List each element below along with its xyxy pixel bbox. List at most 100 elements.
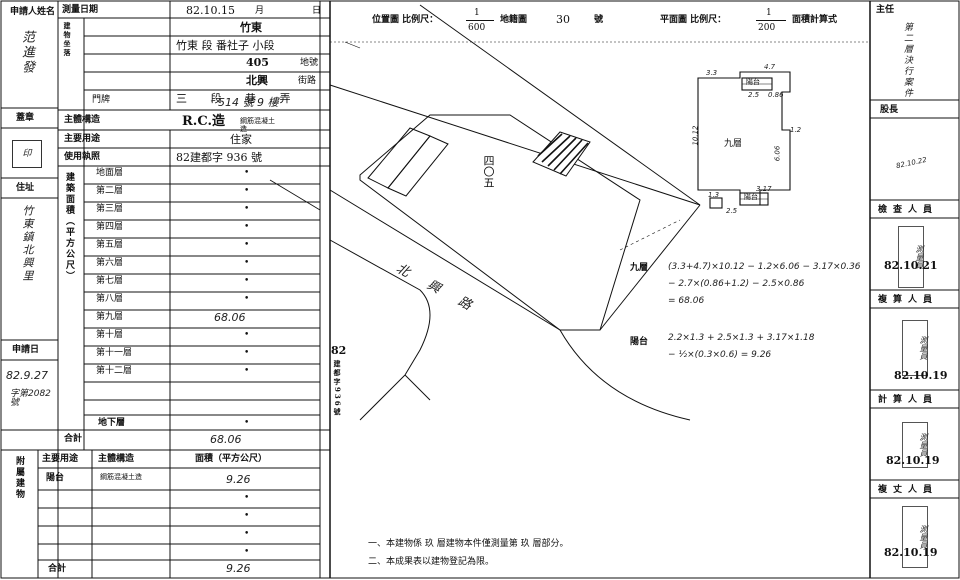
annex-label: 附屬建物	[14, 456, 24, 500]
seal-label: 蓋章	[16, 113, 35, 123]
footnote-1: 一、本建物係 玖 層建物本件僅測量第 玖 層部分。	[368, 539, 569, 549]
application-no: 字第2082號	[10, 389, 51, 408]
floor-area-value: •	[244, 258, 250, 268]
annex-struct: 鋼筋混凝土造	[100, 473, 142, 481]
use-label: 主要用途	[64, 134, 101, 144]
floor-area-value: •	[244, 240, 250, 250]
dim-bottom-c: 2.5	[726, 207, 738, 215]
plan-scale-den: 200	[758, 23, 776, 33]
floor-label: 第四層	[96, 222, 124, 232]
floor-area-value: •	[244, 222, 250, 232]
plan-scale-num: 1	[766, 8, 772, 18]
floor-label: 第九層	[96, 312, 124, 322]
floor-label: 第八層	[96, 294, 124, 304]
permit-note-text: 建都字936號	[333, 360, 342, 417]
checker-seal: 測量員	[902, 320, 928, 376]
road-label: 街路	[298, 76, 317, 86]
lot-no: 405	[246, 56, 269, 69]
annex-total-label: 合計	[48, 564, 67, 574]
chief-label: 主任	[876, 5, 895, 15]
surveyor-date: 82.10.19	[884, 546, 938, 559]
dim-bottom-a: 1.3	[708, 191, 720, 199]
chief-value: 第二層決行案件	[902, 22, 912, 99]
dim-bottom-b: 3.17	[756, 185, 772, 193]
section-chief-label: 股長	[880, 105, 899, 115]
location-map-label: 位置圖 比例尺：	[372, 15, 439, 25]
applicant-name: 范進發	[19, 30, 34, 75]
section-value: 竹東 段 番社子 小段	[176, 39, 275, 52]
survey-date: 82.10.15	[186, 4, 235, 17]
door-label: 門牌	[92, 95, 111, 105]
floor-label: 第十層	[96, 330, 124, 340]
calc-2a: 2.2×1.3 + 2.5×1.3 + 3.17×1.18	[668, 333, 815, 343]
floor-label: 第七層	[96, 276, 124, 286]
total-label: 合計	[64, 434, 83, 444]
inspector-seal: 測量員	[898, 226, 924, 288]
basement-label: 地下層	[98, 418, 126, 428]
application-date: 82.9.27	[6, 369, 48, 382]
plan-label: 平面圖 比例尺：	[660, 15, 727, 25]
address-label: 住址	[16, 183, 35, 193]
floor-label: 第十一層	[96, 348, 133, 358]
floor-label: 第六層	[96, 258, 124, 268]
floor-area-value: •	[244, 348, 250, 358]
floor-label: 第三層	[96, 204, 124, 214]
calculator-seal: 測量員	[902, 422, 928, 468]
calc-1b: − 2.7×(0.86+1.2) − 2.5×0.86	[668, 279, 805, 289]
annex-use-header: 主要用途	[42, 454, 79, 464]
surveyor-seal: 測量員	[902, 506, 928, 568]
annex-area: 9.26	[226, 473, 251, 486]
survey-date-day: 日	[312, 6, 322, 16]
lot-mark: 四〇五	[482, 155, 495, 188]
calc-1c: = 68.06	[668, 296, 705, 306]
location-sheet-no: 30	[556, 13, 570, 26]
plan-suffix: 面積計算式	[792, 15, 838, 25]
application-date-label: 申請日	[12, 345, 40, 355]
permit-value: 82建都字 936 號	[176, 151, 262, 164]
floors-header: 建築面積（平方公尺）	[64, 172, 74, 282]
floor-label: 第二層	[96, 186, 124, 196]
dim-top-left: 3.3	[706, 69, 718, 77]
city-district: 竹東	[240, 21, 262, 34]
floor-area-value: 68.06	[214, 311, 246, 324]
floor-name: 九層	[724, 139, 743, 149]
dim-right: 6.06	[773, 145, 782, 162]
annex-struct-header: 主體構造	[98, 454, 135, 464]
dim-top-b: 0.86	[768, 91, 784, 99]
annex-area: •	[244, 547, 250, 557]
dim-left: 10.12	[691, 125, 700, 146]
checker-label: 複算人員	[878, 295, 939, 305]
applicant-name-label: 申請人姓名	[10, 7, 56, 17]
location-scale-bar	[466, 20, 494, 21]
structure-note: 鋼筋混凝土造	[240, 117, 275, 133]
location-sheet-suffix: 號	[594, 15, 604, 25]
door-no: 514 號 9 樓	[218, 96, 279, 109]
footnote-2: 二、本成果表以建物登記為限。	[368, 557, 495, 567]
floor-area-value: •	[244, 276, 250, 286]
dim-top-mid: 4.7	[764, 63, 776, 71]
surveyor-label: 複丈人員	[878, 485, 939, 495]
inspector-label: 檢查人員	[878, 205, 939, 215]
calculator-label: 計算人員	[878, 395, 939, 405]
permit-label: 使用執照	[64, 152, 101, 162]
survey-date-month: 月	[255, 6, 265, 16]
location-scale-num: 1	[474, 8, 480, 18]
location-label: 建物坐落	[63, 22, 72, 58]
floor-area-value: •	[244, 186, 250, 196]
floor-area-value: •	[244, 294, 250, 304]
checker-date: 82.10.19	[894, 369, 948, 382]
permit-note-year: 82	[331, 344, 347, 357]
annex-area-header: 面積（平方公尺）	[195, 454, 268, 464]
total-value: 68.06	[210, 433, 242, 446]
annex-area: •	[244, 511, 250, 521]
lane-value: 三 段 巷 弄	[176, 92, 291, 105]
location-scale-den: 600	[468, 23, 486, 33]
basement-value: •	[244, 418, 250, 428]
calc-label-1: 九層	[630, 263, 649, 273]
annex-area: •	[244, 529, 250, 539]
road-value: 北興	[246, 74, 268, 87]
annex-total-value: 9.26	[226, 562, 251, 575]
annex-use: 陽台	[46, 473, 65, 483]
